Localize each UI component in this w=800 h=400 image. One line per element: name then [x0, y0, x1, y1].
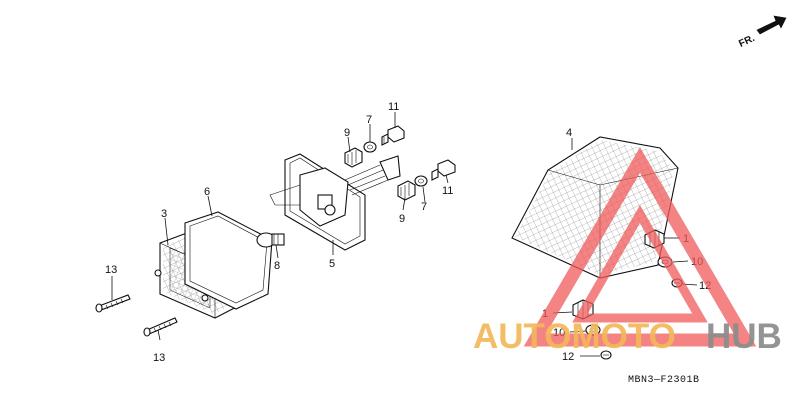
bolt-11-upper: [381, 125, 405, 146]
rear-lamp-cover: [511, 136, 679, 279]
callout-4: 4: [566, 127, 572, 139]
watermark-logo: AUTOMOTO HUB: [473, 317, 782, 356]
bulb: [256, 232, 285, 248]
front-direction-label: FR.: [737, 33, 756, 50]
front-direction-arrow-icon: [756, 15, 787, 35]
callout-8: 8: [274, 260, 280, 272]
callout-13-lower: 13: [153, 352, 165, 364]
callout-9-lower: 9: [399, 213, 405, 225]
callout-7-upper: 7: [366, 114, 372, 126]
callout-9-upper: 9: [344, 127, 350, 139]
collar-7-upper: [363, 141, 377, 153]
callout-11-upper: 11: [388, 101, 399, 113]
callout-5: 5: [329, 258, 335, 270]
screw-13-upper: [95, 294, 131, 313]
callout-6: 6: [204, 186, 210, 198]
watermark-text-grey: HUB: [706, 317, 782, 356]
drawing-code: MBN3—F2301B: [628, 375, 700, 386]
grommet-9-lower: [397, 180, 416, 201]
callout-11-lower: 11: [442, 185, 453, 197]
grommet-9-upper: [344, 147, 363, 168]
screw-13-lower: [143, 317, 178, 337]
collar-7-lower: [414, 175, 428, 187]
callout-12-lower: 12: [562, 351, 574, 363]
screw-12-lower: [600, 350, 612, 360]
callout-3: 3: [161, 208, 167, 220]
callout-7-lower: 7: [421, 201, 427, 213]
watermark-triangle-icon: [523, 147, 757, 347]
lens-gasket: [184, 211, 273, 310]
leader-lines: [111, 112, 698, 357]
callout-13-upper: 13: [105, 264, 117, 276]
lamp-housing: [269, 153, 401, 251]
bolt-11-lower: [431, 159, 456, 181]
watermark-text-orange: AUTOMOTO: [473, 317, 676, 356]
